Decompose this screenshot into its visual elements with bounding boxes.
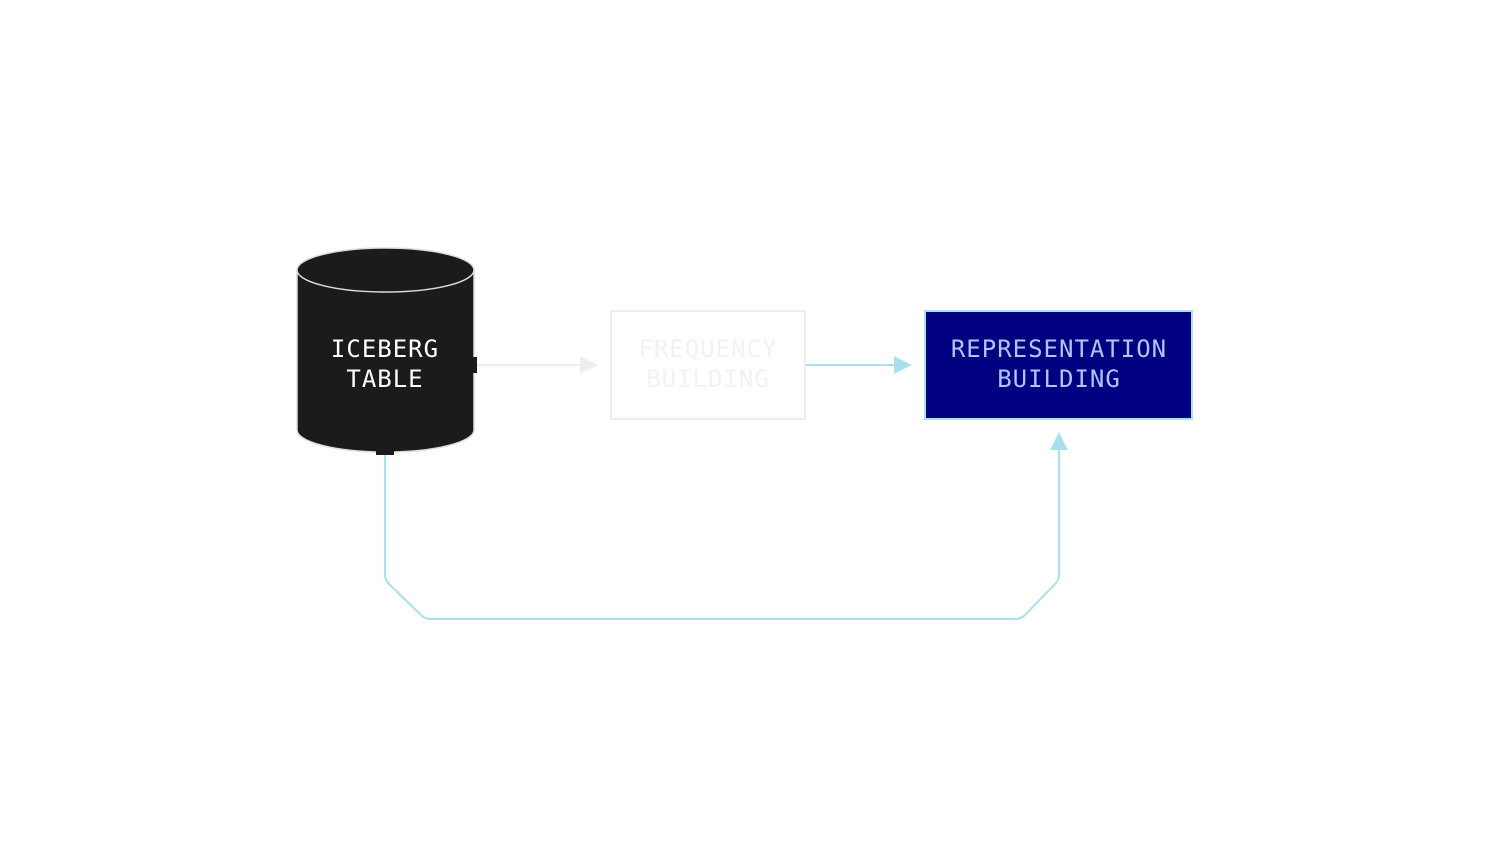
frequency-label-line2: BUILDING	[646, 365, 770, 393]
iceberg-label-line2: TABLE	[346, 365, 423, 393]
node-iceberg-table[interactable]: ICEBERG TABLE	[296, 247, 477, 455]
edge-frequency-to-representation	[803, 356, 912, 374]
iceberg-right-port	[473, 357, 477, 373]
representation-label-line2: BUILDING	[997, 365, 1121, 393]
node-representation-building[interactable]: REPRESENTATION BUILDING	[924, 310, 1193, 420]
edge-iceberg-to-representation	[384, 432, 1068, 620]
representation-label-line1: REPRESENTATION	[951, 335, 1167, 363]
node-frequency-building[interactable]: FREQUENCY BUILDING	[610, 310, 806, 420]
iceberg-label-line1: ICEBERG	[331, 335, 439, 363]
iceberg-bottom-port	[376, 450, 394, 455]
frequency-label-line1: FREQUENCY	[638, 335, 777, 363]
